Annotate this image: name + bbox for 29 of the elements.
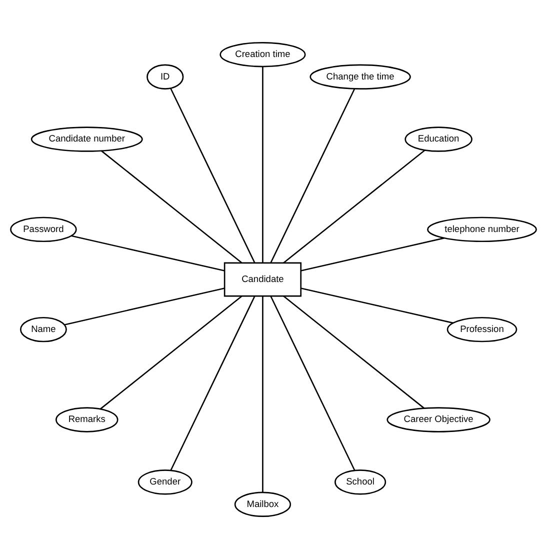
node-ellipse: Career Objective <box>386 407 490 432</box>
node-ellipse: Change the time <box>310 64 411 90</box>
node-ellipse: Remarks <box>56 407 118 432</box>
connector <box>283 296 424 409</box>
node-ellipse: Education <box>404 126 472 152</box>
node-ellipse: Gender <box>138 470 192 495</box>
connector <box>300 288 454 324</box>
connector <box>170 88 256 264</box>
connector <box>300 237 444 272</box>
connector <box>270 296 356 471</box>
connector <box>170 296 256 471</box>
connector <box>283 150 426 264</box>
node-ellipse: Mailbox <box>234 492 292 517</box>
connector <box>71 235 225 272</box>
connector <box>262 296 264 492</box>
node-ellipse: ID <box>146 64 184 90</box>
node-ellipse: telephone number <box>427 216 537 242</box>
node-ellipse: Password <box>10 216 77 242</box>
node-ellipse: Profession <box>446 316 518 342</box>
connector <box>262 66 264 263</box>
node-ellipse: Creation time <box>220 42 306 68</box>
node-ellipse: Candidate number <box>30 126 143 152</box>
node-ellipse: Name <box>20 316 67 342</box>
node-ellipse: School <box>334 470 386 495</box>
connector <box>270 88 356 264</box>
node-box: Candidate <box>224 262 302 297</box>
connector <box>64 288 225 326</box>
connector <box>100 296 242 410</box>
connector <box>100 150 242 264</box>
